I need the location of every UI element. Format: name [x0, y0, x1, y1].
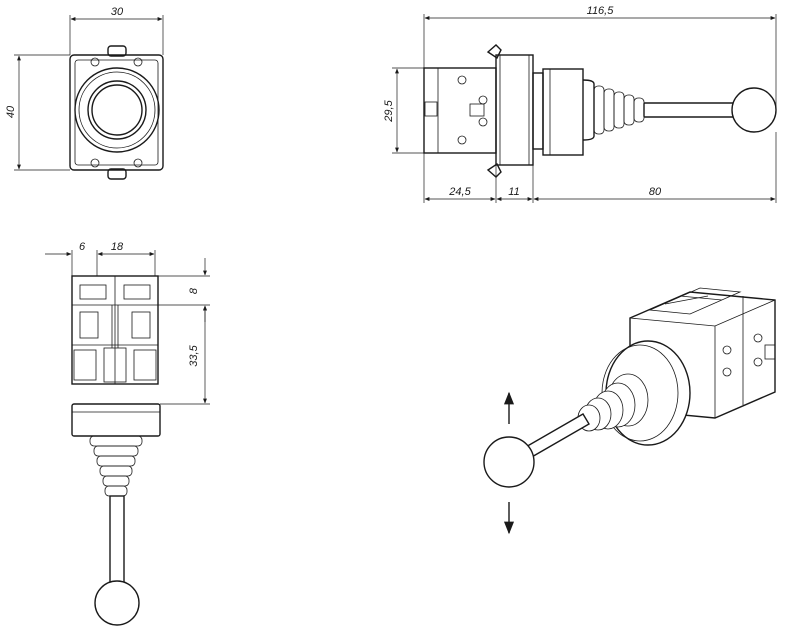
front-width-dim: 30 [111, 6, 124, 18]
top-left-dim: 6 [79, 241, 86, 253]
side-view: 116,5 29,5 24,5 11 80 [383, 5, 777, 203]
side-overall-dim: 116,5 [587, 5, 615, 17]
side-height-dim: 29,5 [383, 99, 395, 122]
top-pitch-dim: 18 [111, 241, 124, 253]
side-lever-dim: 80 [649, 186, 662, 198]
front-height-dim: 40 [5, 105, 17, 118]
side-rear-dim: 24,5 [448, 186, 471, 198]
side-collar-dim: 11 [508, 186, 519, 198]
front-view: 30 40 [5, 6, 164, 180]
top-depth-small-dim: 8 [188, 287, 200, 294]
top-view: 6 18 8 33,5 [45, 241, 210, 626]
top-depth-dim: 33,5 [188, 344, 200, 366]
isometric-view [483, 287, 776, 535]
